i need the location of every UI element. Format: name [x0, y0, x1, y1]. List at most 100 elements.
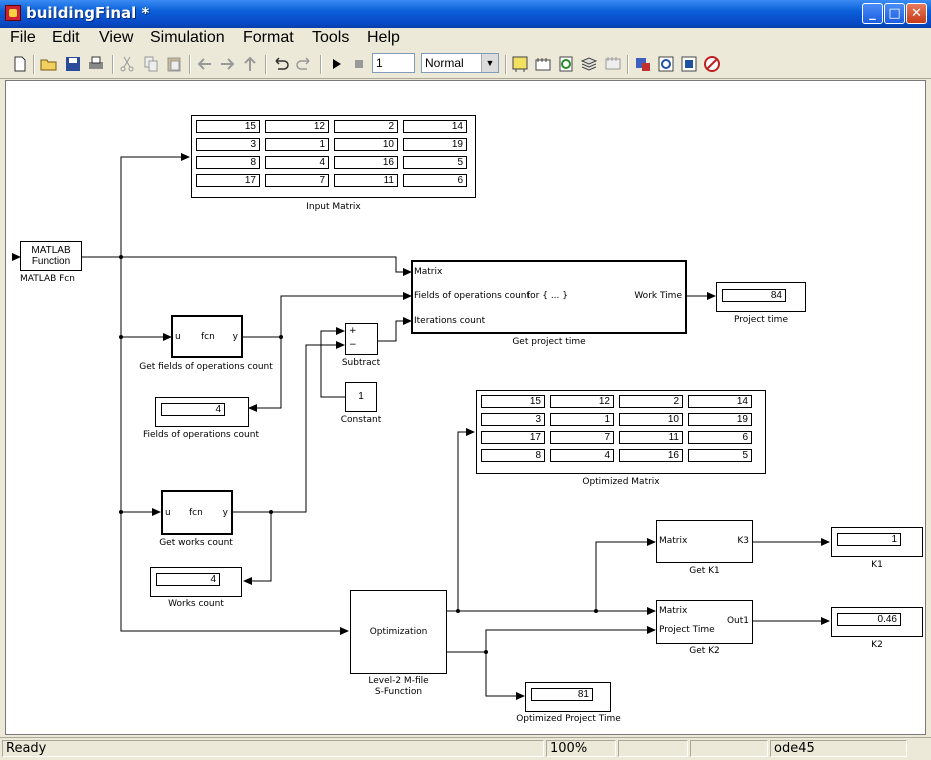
project-time-label: Project time — [734, 315, 788, 325]
optimized-matrix-label: Optimized Matrix — [582, 477, 660, 487]
k1-display[interactable]: 1 — [831, 527, 923, 557]
matlab-fcn-label: MATLAB Fcn — [20, 274, 75, 284]
stop-simulation-icon[interactable] — [350, 55, 368, 73]
constant-block[interactable]: 1 — [345, 382, 377, 412]
k1-value: 1 — [837, 533, 901, 546]
data-inspector-icon[interactable] — [680, 55, 698, 73]
input-matrix-cell: 6 — [403, 174, 467, 187]
fields-count-value: 4 — [161, 403, 225, 416]
port-k3: K3 — [737, 536, 749, 546]
forward-arrow-icon[interactable] — [218, 55, 236, 73]
window-title: buildingFinal * — [26, 4, 150, 22]
input-matrix-cell: 15 — [196, 120, 260, 133]
start-simulation-icon[interactable] — [327, 55, 345, 73]
matlab-fcn-block[interactable]: MATLAB Function — [20, 241, 82, 271]
chevron-down-icon[interactable]: ▼ — [481, 54, 498, 72]
model-explorer-icon[interactable] — [604, 55, 622, 73]
fcn-text: fcn — [201, 332, 215, 342]
maximize-button[interactable]: □ — [884, 3, 905, 24]
port-matrix: Matrix — [414, 267, 443, 277]
optimized-matrix-cell: 4 — [550, 449, 614, 462]
input-matrix-cell: 12 — [265, 120, 329, 133]
subtract-label: Subtract — [341, 358, 381, 368]
get-project-time-block[interactable]: Matrix Fields of operations count Iterat… — [411, 260, 687, 334]
paste-icon[interactable] — [165, 55, 183, 73]
library-browser-icon[interactable] — [580, 55, 598, 73]
print-icon[interactable] — [87, 55, 105, 73]
optimization-block[interactable]: Optimization — [350, 590, 447, 674]
matlab-fcn-inner-line2: Function — [31, 256, 71, 267]
menu-format[interactable]: Format — [243, 29, 294, 46]
menu-simulation[interactable]: Simulation — [150, 29, 225, 46]
menu-edit[interactable]: Edit — [52, 29, 80, 46]
port-matrix: Matrix — [659, 606, 688, 616]
model-advisor-icon[interactable] — [657, 55, 675, 73]
get-works-label: Get works count — [159, 538, 233, 548]
simulation-mode-select[interactable]: Normal ▼ — [421, 53, 499, 73]
input-matrix-cell: 11 — [334, 174, 398, 187]
input-matrix-cell: 2 — [334, 120, 398, 133]
port-y: y — [232, 332, 238, 342]
works-count-display[interactable]: 4 — [150, 567, 242, 597]
constant-label: Constant — [340, 415, 382, 425]
cut-icon[interactable] — [118, 55, 136, 73]
fields-count-display[interactable]: 4 — [155, 397, 249, 427]
subtract-block[interactable]: + − — [345, 323, 378, 355]
build-icon[interactable] — [511, 55, 529, 73]
menu-tools[interactable]: Tools — [312, 29, 350, 46]
new-model-icon[interactable] — [11, 55, 29, 73]
update-diagram-icon[interactable] — [534, 55, 552, 73]
input-matrix-cell: 17 — [196, 174, 260, 187]
input-matrix-label: Input Matrix — [306, 202, 361, 212]
toolbar: 1 Normal ▼ — [0, 50, 931, 79]
get-k2-block[interactable]: Matrix Project Time Out1 — [656, 600, 753, 644]
menu-view[interactable]: View — [99, 29, 134, 46]
copy-icon[interactable] — [142, 55, 160, 73]
status-blank-2 — [690, 740, 768, 757]
profiler-icon[interactable] — [703, 55, 721, 73]
optimized-matrix-cell: 17 — [481, 431, 545, 444]
works-count-value: 4 — [156, 573, 220, 586]
k2-display[interactable]: 0.46 — [831, 607, 923, 637]
menu-file[interactable]: File — [10, 29, 36, 46]
simulink-app-icon[interactable] — [5, 5, 21, 21]
back-arrow-icon[interactable] — [196, 55, 214, 73]
input-matrix-cell: 14 — [403, 120, 467, 133]
refresh-icon[interactable] — [557, 55, 575, 73]
constant-value: 1 — [358, 391, 364, 402]
get-k2-label: Get K2 — [689, 646, 720, 656]
get-fields-block[interactable]: u fcn y — [171, 315, 243, 358]
redo-icon[interactable] — [295, 55, 313, 73]
get-works-block[interactable]: u fcn y — [161, 490, 233, 535]
close-button[interactable]: ✕ — [906, 3, 927, 24]
save-icon[interactable] — [64, 55, 82, 73]
menu-help[interactable]: Help — [367, 29, 400, 46]
optimized-matrix-cell: 5 — [688, 449, 752, 462]
project-time-block[interactable]: 84 — [716, 282, 806, 312]
minimize-button[interactable]: _ — [862, 3, 883, 24]
optimized-project-time-display[interactable]: 81 — [525, 682, 611, 712]
status-bar: Ready 100% ode45 — [0, 737, 931, 760]
title-bar: buildingFinal * _ □ ✕ — [0, 0, 931, 28]
port-iterations-count: Iterations count — [414, 316, 486, 326]
optimized-matrix-cell: 3 — [481, 413, 545, 426]
optimized-matrix-cell: 19 — [688, 413, 752, 426]
status-zoom: 100% — [546, 740, 616, 757]
stop-time-input[interactable]: 1 — [372, 53, 415, 73]
project-time-value: 84 — [722, 289, 786, 302]
k2-label: K2 — [871, 640, 883, 650]
debug-icon[interactable] — [634, 55, 652, 73]
undo-icon[interactable] — [272, 55, 290, 73]
simulation-mode-value: Normal — [425, 56, 464, 70]
get-k1-block[interactable]: Matrix K3 — [656, 520, 753, 563]
optimized-matrix-cell: 16 — [619, 449, 683, 462]
input-matrix-cell: 5 — [403, 156, 467, 169]
open-folder-icon[interactable] — [40, 55, 58, 73]
optimized-matrix-cell: 11 — [619, 431, 683, 444]
optimized-matrix-cell: 15 — [481, 395, 545, 408]
optimized-matrix-cell: 12 — [550, 395, 614, 408]
up-arrow-icon[interactable] — [241, 55, 259, 73]
